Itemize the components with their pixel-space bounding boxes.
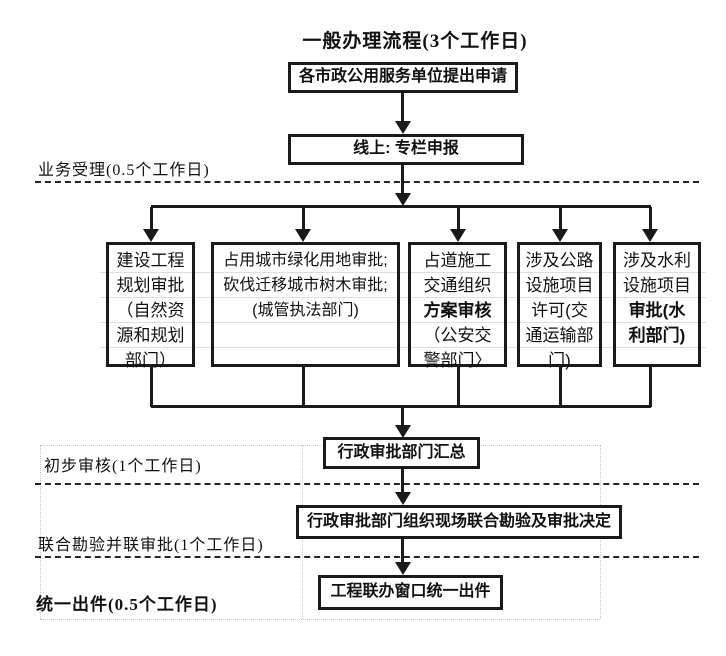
- approval-box-line: 占用城市绿化用地审批;: [223, 252, 388, 269]
- approval-box-line: 许可(交: [531, 301, 588, 320]
- stage-divider: [35, 181, 699, 183]
- arrow-down-icon: [395, 121, 411, 134]
- connector-line: [302, 367, 305, 407]
- connector-line: [649, 367, 652, 407]
- approval-box-line: (城管执法部门): [252, 302, 359, 319]
- arrow-down-icon: [395, 492, 411, 505]
- stage-label-unified-output: 统一出件(0.5个工作日): [36, 595, 218, 614]
- approval-box-greening: 占用城市绿化用地审批; 砍伐迁移城市树木审批; (城管执法部门): [211, 242, 400, 367]
- flow-title: 一般办理流程(3个工作日): [302, 31, 528, 52]
- connector-line: [649, 207, 652, 229]
- connector-line: [401, 539, 404, 563]
- node-unified-output: 工程联办窗口统一出件: [318, 575, 503, 610]
- connector-line: [150, 367, 153, 407]
- approval-box-line: 源和规划: [116, 326, 185, 345]
- approval-box-line: 交通组织: [423, 276, 492, 295]
- approval-box-line: 设施项目: [525, 276, 594, 295]
- stage-divider: [35, 556, 699, 558]
- branch-line: [151, 205, 651, 208]
- stage-divider: [35, 483, 699, 485]
- merge-line: [151, 405, 651, 408]
- approval-box-line: 审批(水: [628, 301, 686, 320]
- approval-box-line: （自然资: [116, 301, 185, 320]
- approval-box-line: 门): [548, 351, 571, 370]
- connector-line: [401, 469, 404, 493]
- arrow-down-icon: [642, 229, 658, 242]
- arrow-down-icon: [295, 229, 311, 242]
- approval-box-line: 方案审核: [423, 301, 492, 320]
- node-apply: 各市政公用服务单位提出申请: [288, 62, 518, 93]
- approval-box-highway: 涉及公路设施项目许可(交通运输部门): [517, 242, 602, 370]
- connector-line: [302, 207, 305, 229]
- connector-line: [401, 165, 404, 193]
- approval-box-traffic: 占道施工交通组织方案审核 （公安交警部门〉: [408, 242, 507, 370]
- arrow-down-icon: [143, 229, 159, 242]
- node-joint-inspection: 行政审批部门组织现场联合勘验及审批决定: [296, 505, 622, 539]
- arrow-down-icon: [395, 425, 411, 438]
- connector-line: [559, 367, 562, 407]
- connector-line: [401, 407, 404, 425]
- node-online: 线上: 专栏申报: [288, 134, 524, 165]
- approval-box-planning: 建设工程规划审批 （自然资源和规划部门）: [106, 242, 195, 370]
- connector-line: [457, 207, 460, 229]
- approval-box-line: 警部门〉: [423, 351, 492, 370]
- approval-box-line: 建设工程: [116, 251, 185, 270]
- grid-line: [40, 445, 600, 446]
- approval-box-line: 通运输部: [525, 326, 594, 345]
- connector-line: [401, 93, 404, 121]
- arrow-down-icon: [450, 229, 466, 242]
- connector-line: [457, 367, 460, 407]
- grid-line: [40, 619, 600, 620]
- stage-label-joint-approval: 联合勘验并联审批(1个工作日): [38, 537, 264, 554]
- stage-label-acceptance: 业务受理(0.5个工作日): [38, 162, 210, 179]
- approval-box-line: 设施项目: [623, 276, 691, 295]
- approval-box-line: 规划审批: [116, 276, 185, 295]
- ruled-lines-band: [100, 248, 706, 366]
- arrow-down-icon: [395, 193, 411, 206]
- stage-label-preliminary-review: 初步审核(1个工作日): [44, 458, 202, 475]
- arrow-down-icon: [552, 229, 568, 242]
- node-summary: 行政审批部门汇总: [323, 437, 480, 469]
- connector-line: [150, 207, 153, 229]
- approval-box-line: 占道施工: [423, 251, 492, 270]
- connector-line: [559, 207, 562, 229]
- approval-box-line: 涉及公路: [525, 251, 594, 270]
- approval-box-line: 涉及水利: [623, 251, 691, 270]
- approval-box-water: 涉及水利设施项目审批(水利部门): [613, 242, 701, 367]
- approval-box-line: 砍伐迁移城市树木审批;: [223, 277, 388, 294]
- arrow-down-icon: [395, 562, 411, 575]
- grid-line: [40, 445, 41, 619]
- approval-box-line: 部门）: [125, 351, 176, 370]
- approval-box-line: 利部门): [628, 326, 686, 345]
- approval-box-line: （公安交: [423, 326, 492, 345]
